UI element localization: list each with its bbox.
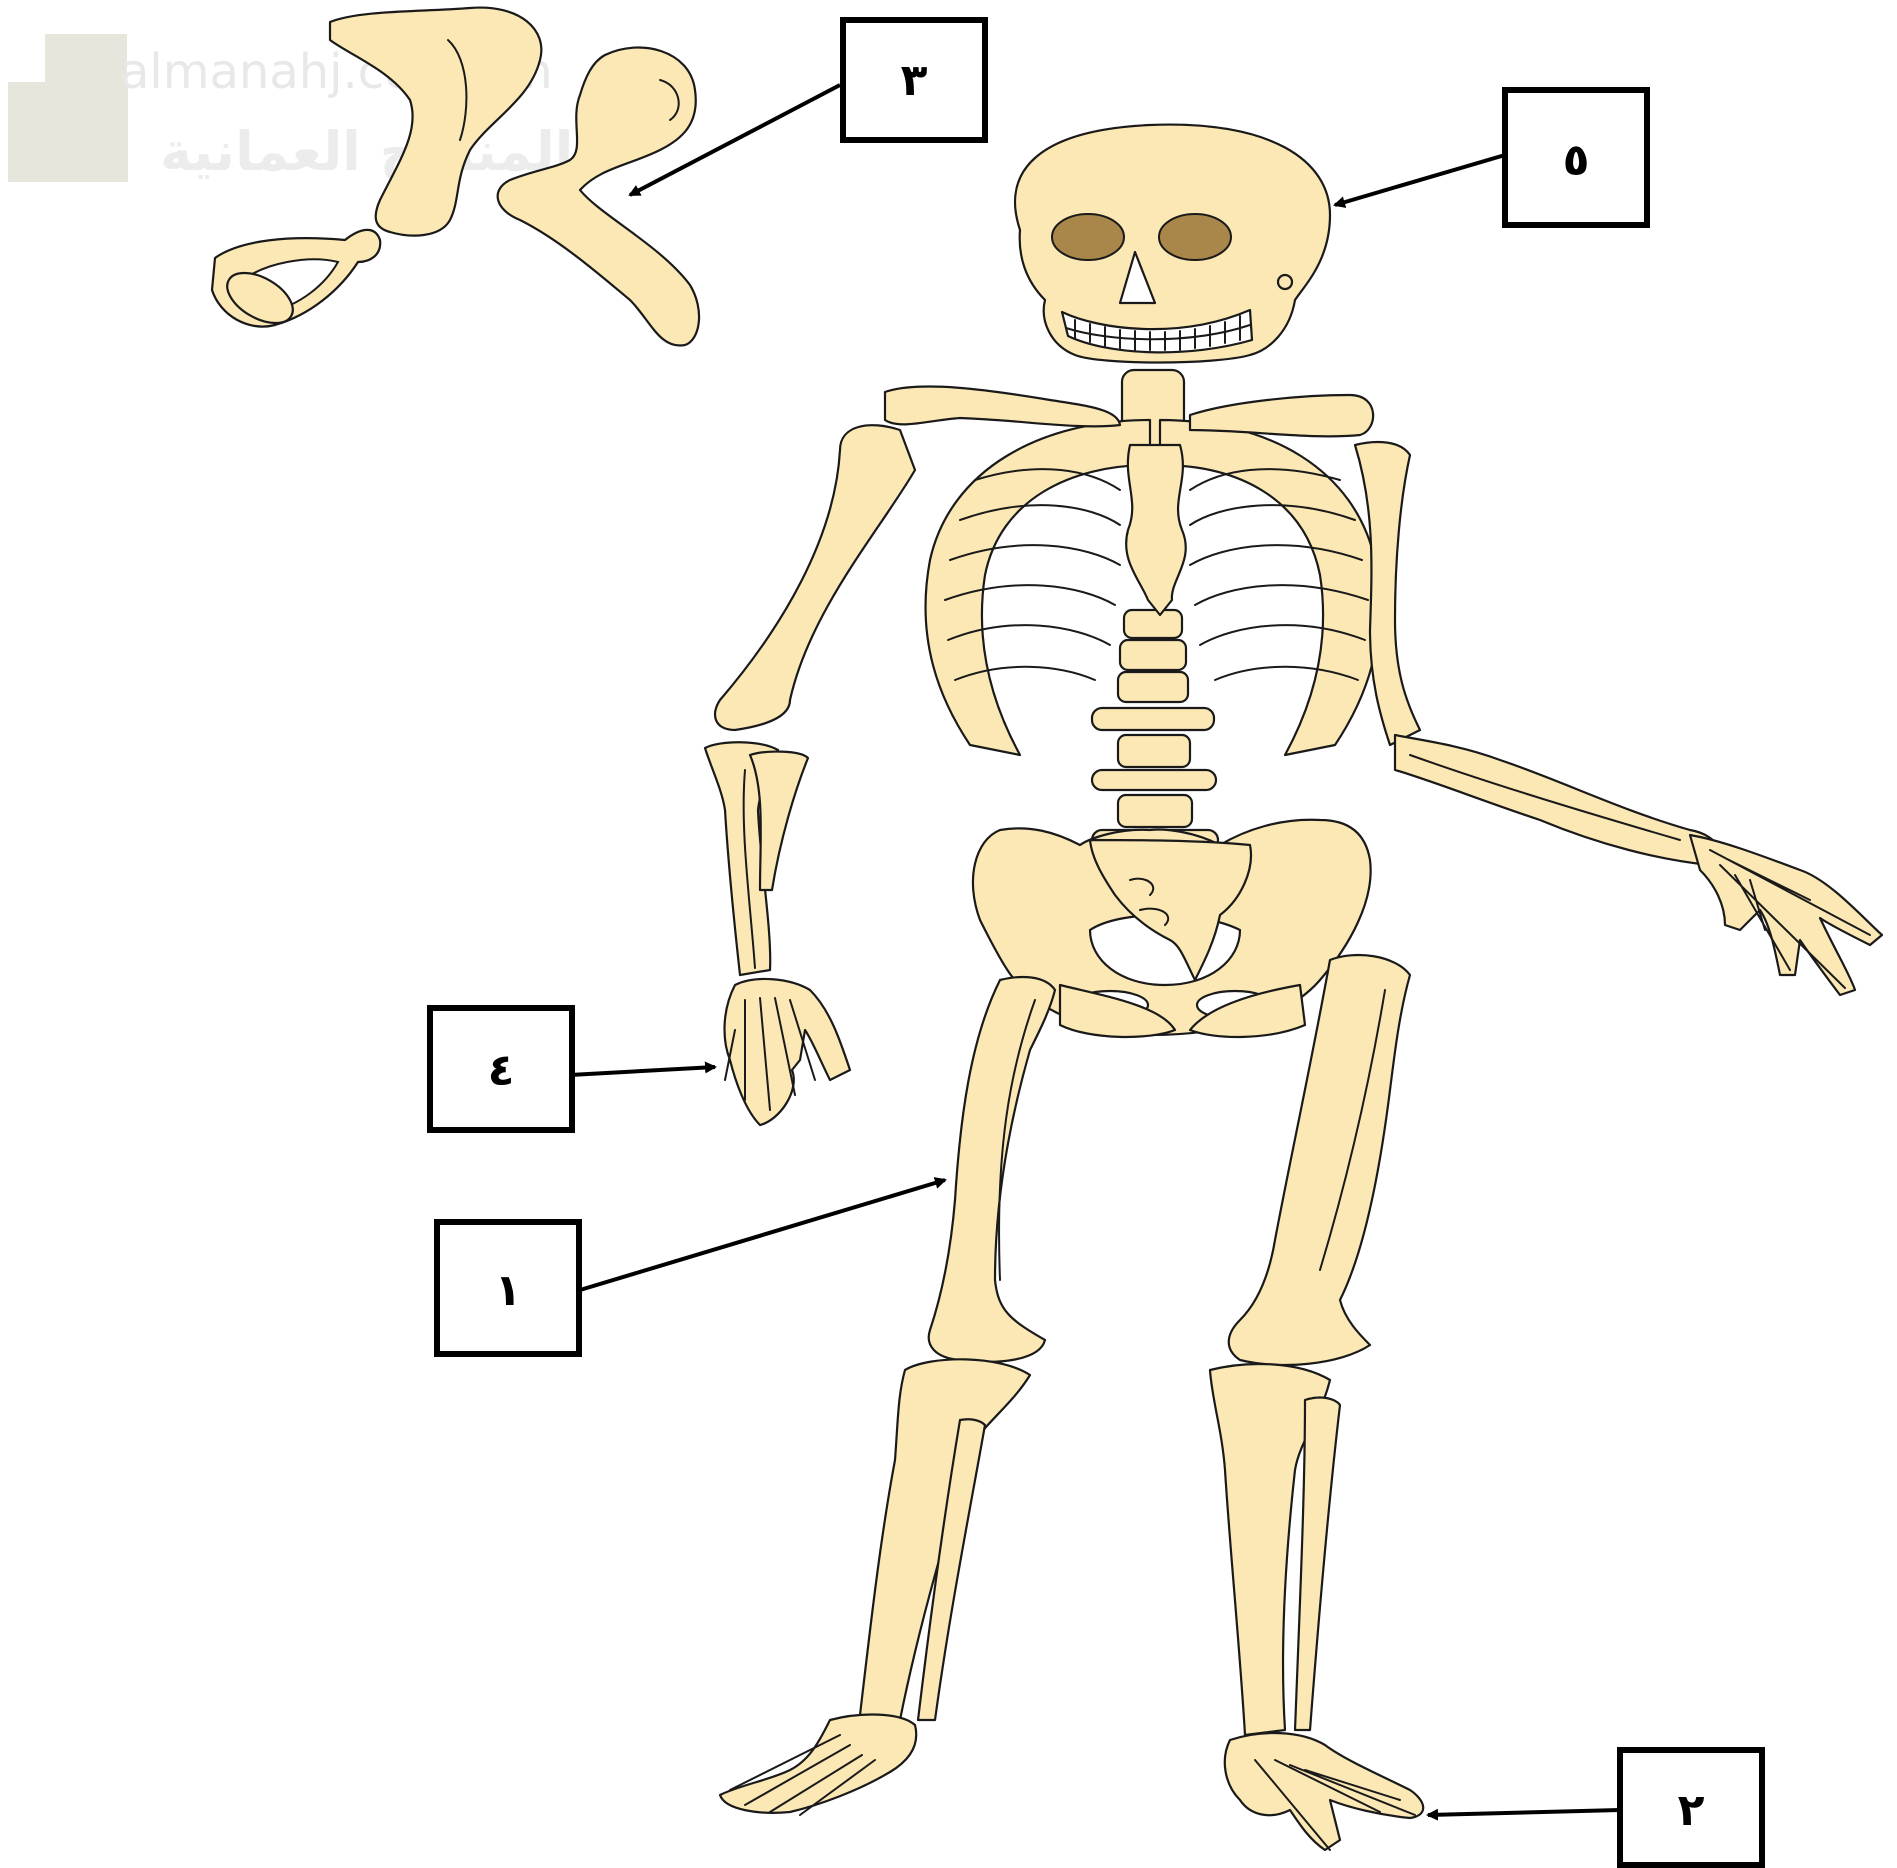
label-4-text: ٤ xyxy=(488,1045,515,1096)
label-5-text: ٥ xyxy=(1563,135,1590,186)
arrow-5 xyxy=(1335,155,1505,205)
left-arm xyxy=(705,425,915,975)
arrow-1 xyxy=(580,1180,945,1290)
label-box-2: ٢ xyxy=(1620,1750,1762,1865)
right-arm xyxy=(1355,442,1720,865)
right-eye-socket xyxy=(1159,214,1231,260)
label-box-4: ٤ xyxy=(430,1008,572,1130)
right-hand xyxy=(1690,835,1882,995)
left-hand xyxy=(725,979,850,1125)
watermark-logo-icon xyxy=(8,82,128,182)
label-2-text: ٢ xyxy=(1678,1785,1705,1836)
label-box-5: ٥ xyxy=(1505,90,1647,225)
arrow-2 xyxy=(1428,1810,1620,1815)
label-box-1: ١ xyxy=(437,1222,579,1354)
label-1-text: ١ xyxy=(495,1265,522,1316)
label-3-text: ٣ xyxy=(901,55,928,106)
label-box-3: ٣ xyxy=(843,20,985,140)
skull xyxy=(1015,125,1330,363)
arrow-4 xyxy=(570,1067,715,1075)
watermark-arabic: المناهج العمانية xyxy=(160,120,573,183)
left-eye-socket xyxy=(1052,214,1124,260)
rib-cage xyxy=(926,420,1380,755)
right-leg xyxy=(1210,955,1423,1850)
